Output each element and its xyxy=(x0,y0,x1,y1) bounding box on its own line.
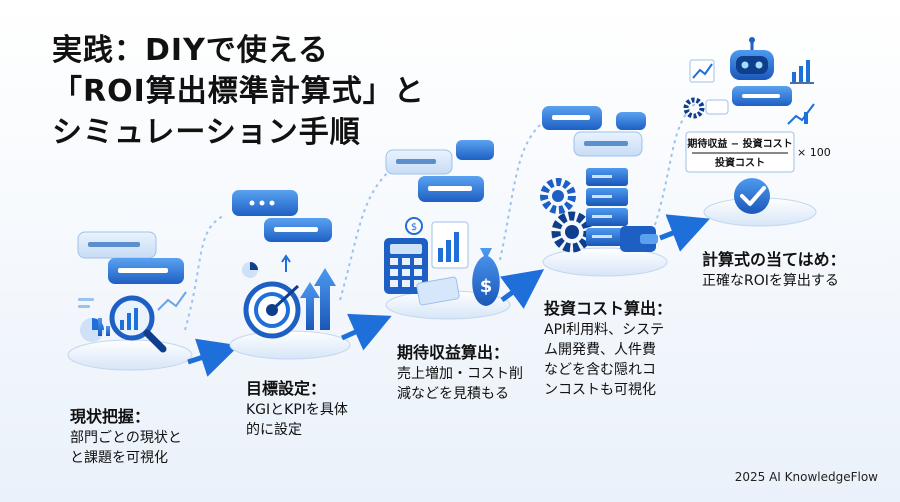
target-icon xyxy=(243,281,301,339)
arrow-3 xyxy=(500,269,545,309)
magnifier-icon xyxy=(109,295,167,353)
arrow-2 xyxy=(340,313,392,351)
step-4-illustration xyxy=(540,106,668,277)
step-3-description: 売上増加・コスト削 減などを見積もる xyxy=(397,366,523,402)
step-5-heading: 計算式の当てはめ： xyxy=(702,250,846,269)
credit-text: 2025 AI KnowledgeFlow xyxy=(734,470,878,484)
step-3-label: 期待収益算出： 売上増加・コスト削 減などを見積もる xyxy=(397,342,523,404)
dotted-connectors xyxy=(184,99,701,331)
title-line-1: 実践：DIYで使える xyxy=(52,33,329,68)
step-4-label: 投資コスト算出： API利用料、システ ム開発費、人件費 などを含む隠れコ ンコ… xyxy=(544,298,672,400)
step-2-label: 目標設定： KGIとKPIを具体 的に設定 xyxy=(246,378,348,440)
roi-formula: 期待収益 − 投資コスト 投資コスト × 100 xyxy=(685,131,831,173)
step-1-label: 現状把握： 部門ごとの現状と と課題を可視化 xyxy=(70,406,182,468)
step-4-heading: 投資コスト算出： xyxy=(544,299,673,318)
robot-icon xyxy=(730,37,774,80)
page-title: 実践：DIYで使える 「ROI算出標準計算式」と シミュレーション手順 xyxy=(52,30,425,153)
step-2-heading: 目標設定： xyxy=(246,379,327,398)
step-5-description: 正確なROIを算出する xyxy=(702,273,839,289)
bar-chart-icon xyxy=(790,60,814,84)
step-1-description: 部門ごとの現状と と課題を可視化 xyxy=(70,430,182,466)
wallet-icon xyxy=(620,226,658,252)
formula-denominator: 投資コスト xyxy=(715,156,765,169)
step-2-illustration xyxy=(229,190,351,360)
money-bag-icon: $ xyxy=(472,248,500,306)
title-line-3: シミュレーション手順 xyxy=(52,115,361,150)
gear-icon xyxy=(683,97,705,119)
formula-multiplier: × 100 xyxy=(797,146,831,159)
gear-icon xyxy=(540,178,576,214)
server-icon xyxy=(586,168,628,246)
step-5-label: 計算式の当てはめ： 正確なROIを算出する xyxy=(702,249,846,291)
line-chart-icon xyxy=(689,59,715,83)
title-line-2: 「ROI算出標準計算式」と xyxy=(52,74,425,109)
gear-icon xyxy=(551,211,593,253)
step-3-heading: 期待収益算出： xyxy=(397,343,510,362)
step-5-illustration: 期待収益 − 投資コスト 投資コスト × 100 xyxy=(683,37,831,227)
step-1-illustration xyxy=(67,231,193,371)
arrow-1 xyxy=(187,338,240,377)
calculator-icon xyxy=(384,238,428,294)
step-1-heading: 現状把握： xyxy=(70,407,151,426)
svg-text:$: $ xyxy=(411,222,417,233)
step-3-illustration: $ $ xyxy=(384,140,511,320)
step-4-description: API利用料、システ ム開発費、人件費 などを含む隠れコ ンコストも可視化 xyxy=(544,322,665,398)
document-icon xyxy=(416,276,460,306)
formula-numerator: 期待収益 − 投資コスト xyxy=(687,137,792,150)
svg-text:$: $ xyxy=(480,276,493,297)
arrow-4 xyxy=(659,214,710,252)
checkmark-icon xyxy=(734,178,770,214)
pie-chart-icon xyxy=(242,262,258,278)
report-chart-icon xyxy=(431,221,469,269)
step-2-description: KGIとKPIを具体 的に設定 xyxy=(246,402,348,438)
